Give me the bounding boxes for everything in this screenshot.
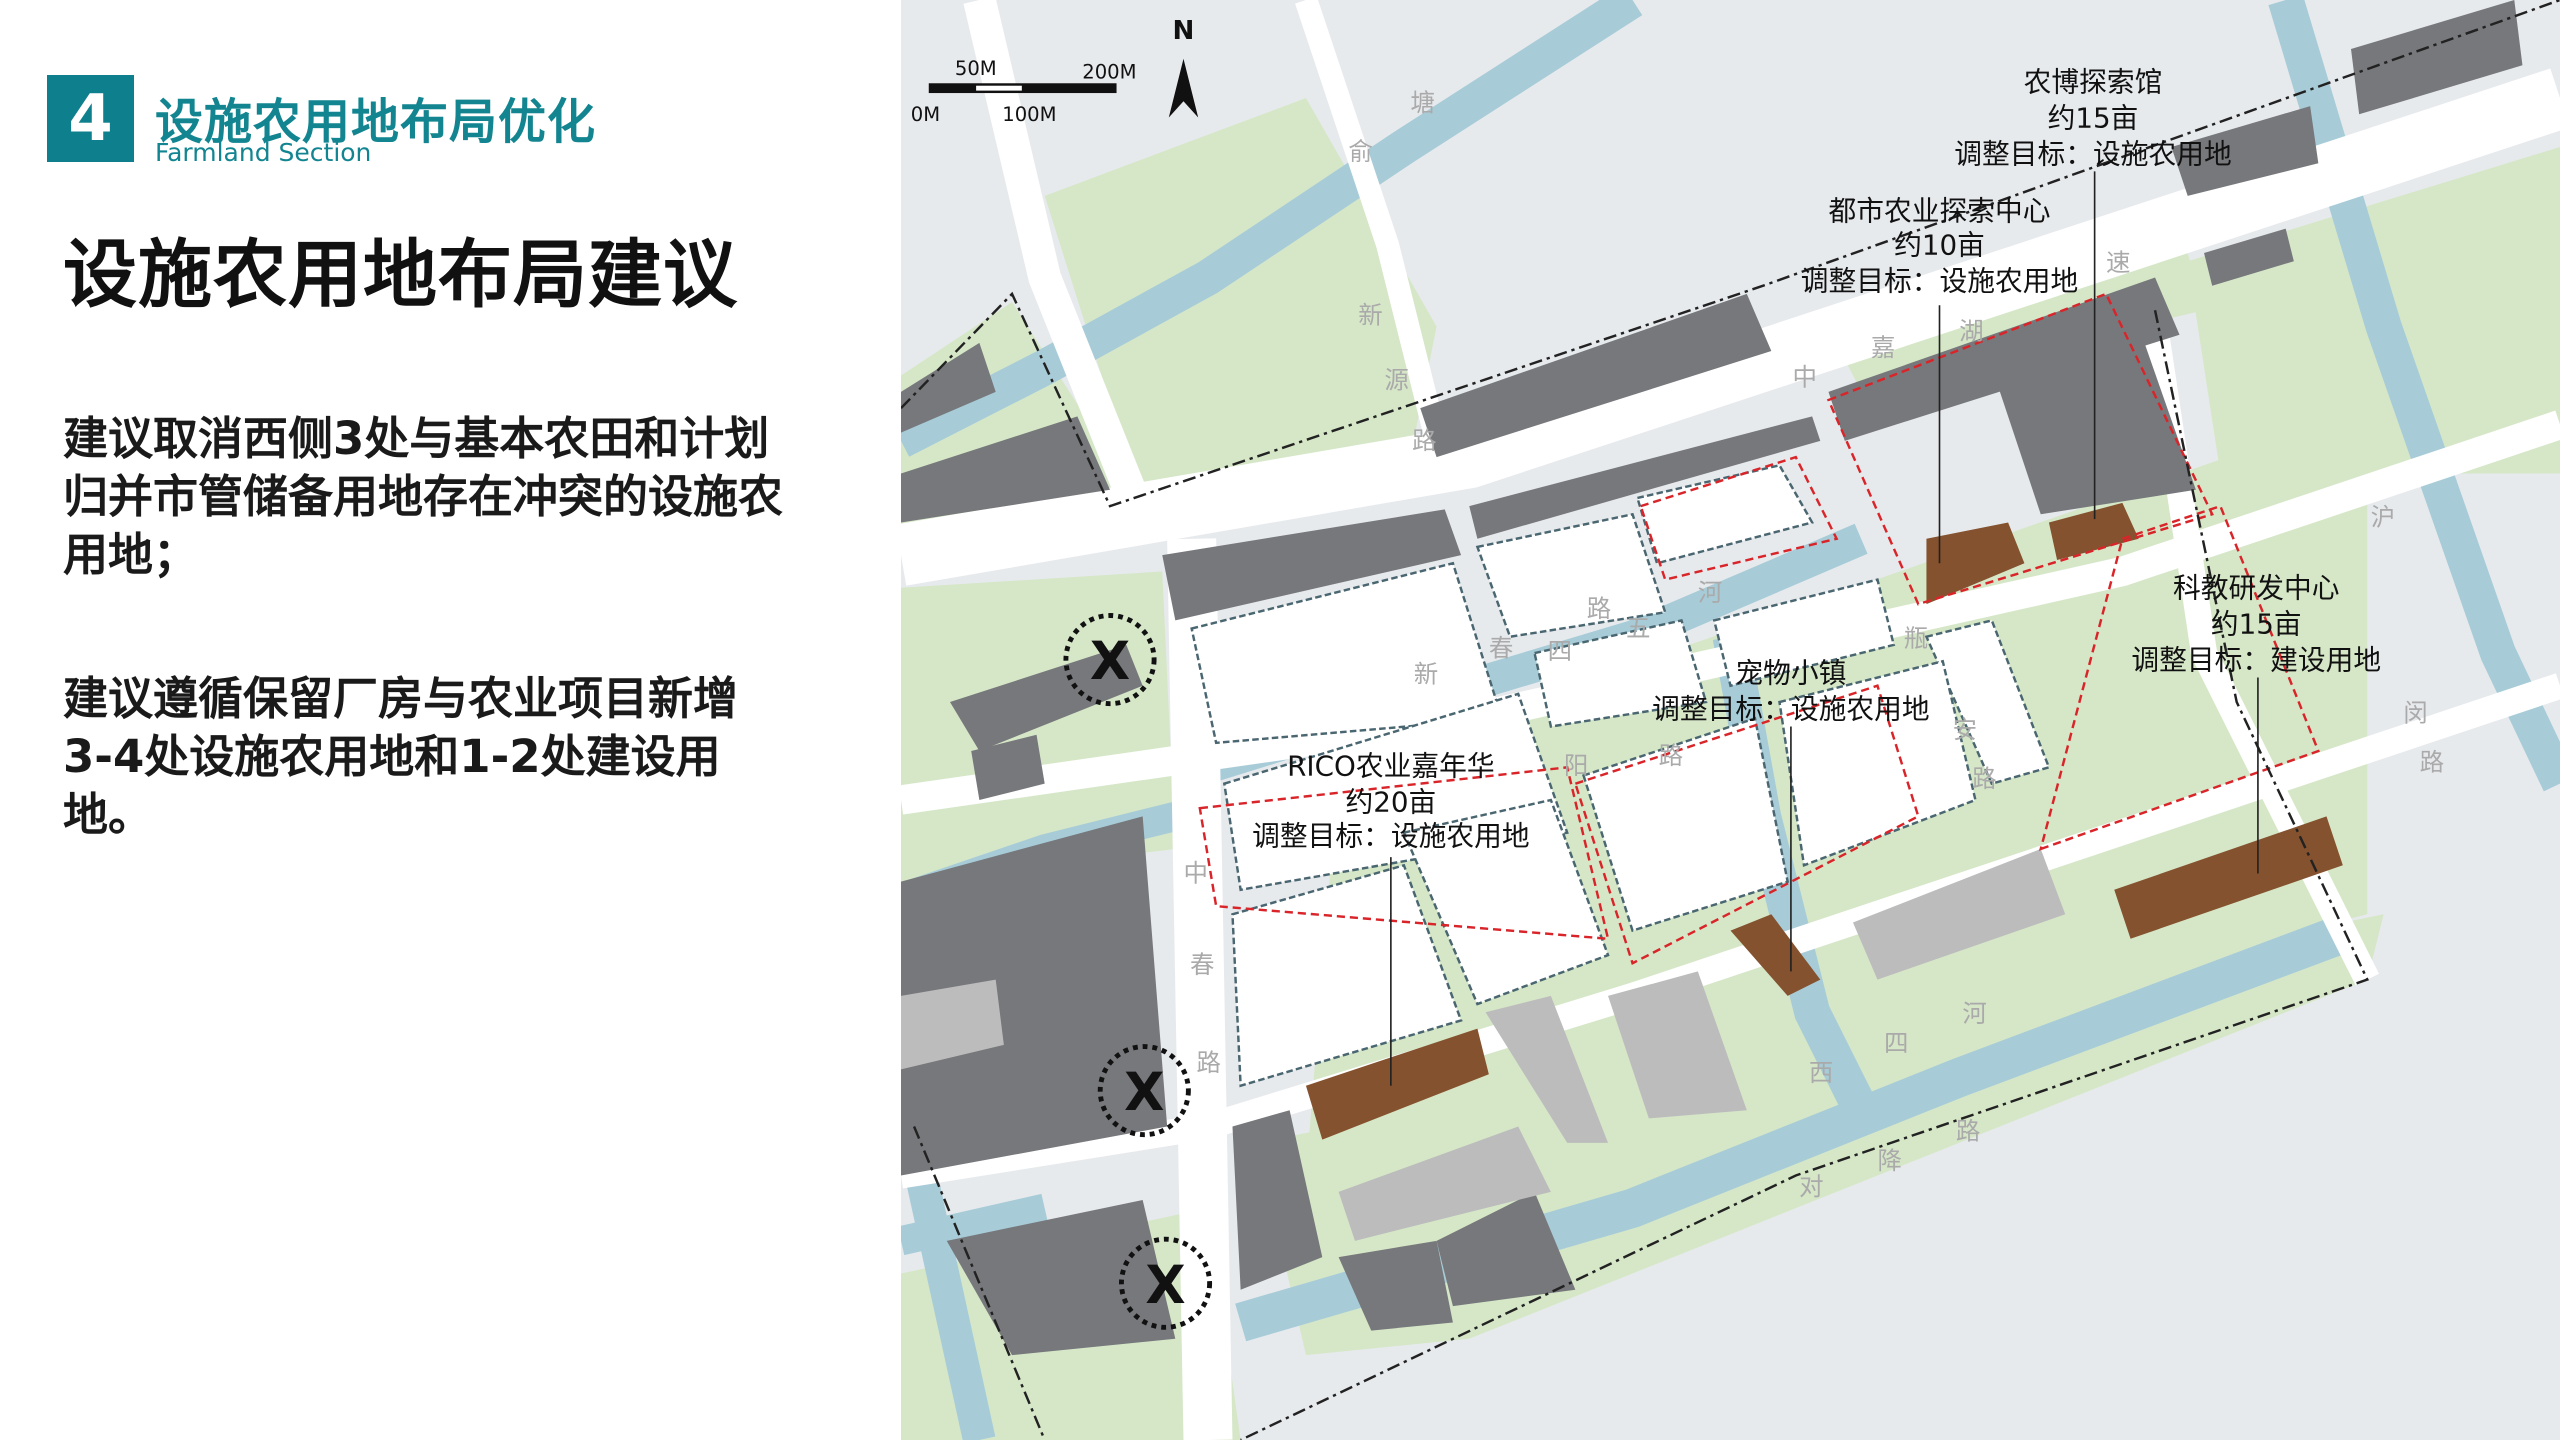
road-label: 闵 (2403, 699, 2428, 728)
road-label: 春 (1489, 633, 1514, 662)
x-icon: X (1124, 1063, 1164, 1123)
annotation-area: 约15亩 (2048, 101, 2139, 134)
leader-lines (1390, 171, 2259, 1086)
planned-plots (1190, 463, 2051, 1088)
road-label: 中 (1793, 362, 1818, 391)
annotation-name: 农博探索馆 (2024, 65, 2163, 98)
removal-marker-1 (1063, 613, 1157, 707)
road-label: 阳 (1564, 751, 1589, 780)
section-subtitle: Farmland Section (155, 138, 372, 167)
road-label: 河 (1962, 999, 1987, 1028)
scale-label: 0M (911, 103, 940, 126)
annotation-urban-agri: 都市农业探索中心 约10亩 调整目标：设施农用地 (1801, 194, 2079, 297)
road-label: 路 (1972, 764, 1997, 793)
site-plan-map: X X X 0M 50M 100M 200M N 农博探索馆 约15亩 调整目标… (901, 0, 2560, 1440)
road-label: 四 (1548, 637, 1573, 666)
road-label: 对 (1799, 1172, 1824, 1201)
road-label: 路 (1587, 594, 1612, 623)
annotation-area: 约15亩 (2211, 607, 2302, 640)
road-labels: 俞 塘 新 源 路 中 嘉 湖 速 新 春 四 路 五 河 瓶 安 路 阳 路 … (1183, 88, 2444, 1201)
annotation-target: 调整目标：设施农用地 (1954, 137, 2232, 170)
road-label: 新 (1414, 659, 1439, 688)
road-label: 湖 (1959, 317, 1984, 346)
section-number-badge: 4 (47, 75, 134, 162)
annotation-pet-town: 宠物小镇 调整目标：设施农用地 (1652, 656, 1930, 725)
paragraph-remove: 建议取消西侧3处与基本农田和计划归并市管储备用地存在冲突的设施农用地； (63, 412, 784, 581)
road-label: 中 (1183, 859, 1208, 888)
road-label: 瓶 (1904, 624, 1929, 653)
annotation-target: 调整目标：设施农用地 (1801, 265, 2079, 298)
removal-markers: X X X (1063, 613, 1213, 1330)
x-icon: X (1090, 632, 1130, 692)
annotation-name: RICO农业嘉年华 (1287, 750, 1494, 783)
section-title: 设施农用地布局优化 (155, 94, 597, 150)
road-label: 西 (1809, 1058, 1834, 1087)
annotation-nongbo: 农博探索馆 约15亩 调整目标：设施农用地 (1954, 65, 2232, 170)
road-label: 五 (1626, 614, 1651, 643)
proposed-facility-land (1305, 502, 2343, 1140)
road-label: 降 (1877, 1146, 1902, 1175)
annotation-target: 调整目标：设施农用地 (1252, 820, 1530, 853)
road-label: 俞 (1348, 137, 1373, 166)
road-label: 春 (1190, 950, 1215, 979)
road-label: 源 (1384, 366, 1409, 395)
annotation-target: 调整目标：建设用地 (2131, 643, 2381, 676)
adjustment-boundaries (1198, 292, 2320, 966)
site-boundary (901, 0, 2560, 1440)
removal-marker-3 (1118, 1236, 1213, 1330)
road-label: 路 (2420, 748, 2445, 777)
annotation-target: 调整目标：设施农用地 (1652, 692, 1930, 725)
annotation-name: 科教研发中心 (2173, 572, 2340, 605)
annotation-name: 都市农业探索中心 (1828, 194, 2050, 227)
road-label: 四 (1884, 1028, 1909, 1057)
scale-label: 50M (955, 57, 997, 80)
road-label: 路 (1197, 1048, 1222, 1077)
road-label: 安 (1953, 715, 1978, 744)
light-buildings (901, 848, 2066, 1241)
road-label: 路 (1412, 426, 1437, 455)
annotation-research-center: 科教研发中心 约15亩 调整目标：建设用地 (2131, 572, 2381, 677)
annotation-rico: RICO农业嘉年华 约20亩 调整目标：设施农用地 (1252, 750, 1530, 853)
north-arrow-icon (1168, 58, 1199, 118)
annotation-name: 宠物小镇 (1735, 656, 1846, 689)
road-label: 沪 (2371, 503, 2396, 532)
road-label: 新 (1358, 300, 1383, 329)
paragraph-add: 建议遵循保留厂房与农业项目新增3-4处设施农用地和1-2处建设用地。 (63, 672, 739, 841)
road-label: 路 (1659, 741, 1684, 770)
page-title: 设施农用地布局建议 (63, 232, 738, 318)
road-label: 河 (1698, 578, 1723, 607)
annotation-area: 约10亩 (1894, 229, 1985, 262)
road-label: 嘉 (1871, 333, 1896, 362)
road-label: 塘 (1410, 88, 1435, 117)
scale-label: 100M (1002, 103, 1056, 126)
road-label: 路 (1956, 1117, 1981, 1146)
removal-marker-2 (1097, 1044, 1191, 1138)
scale-bar: 0M 50M 100M 200M (911, 57, 1137, 126)
north-label: N (1173, 16, 1195, 46)
x-icon: X (1145, 1256, 1185, 1316)
scale-label: 200M (1082, 60, 1136, 83)
annotation-area: 约20亩 (1345, 785, 1436, 818)
road-label: 速 (2106, 248, 2131, 277)
